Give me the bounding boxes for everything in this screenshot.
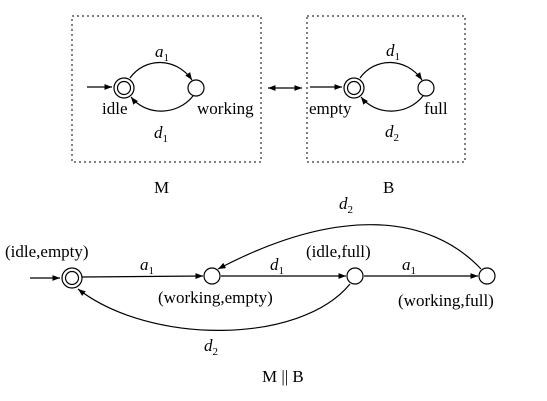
b-caption: B [383,178,394,197]
automaton-m: idle working a1 d1 M [71,15,262,197]
comp-state-s2-label: (working,empty) [158,288,273,307]
comp-edge-s2-s3-label: d1 [270,255,284,277]
m-state-idle-inner [116,80,132,96]
comp-state-s4-label: (working,full) [398,291,494,310]
b-state-empty-label: empty [309,99,352,118]
m-edge-d1 [130,95,194,112]
composition-caption: M || B [262,367,304,386]
comp-state-s1-label: (idle,empty) [5,242,89,261]
b-state-empty-inner [346,80,362,96]
comp-edge-s4-s2-label: d2 [339,194,353,216]
m-state-working [187,79,205,97]
m-edge-d1-label: d1 [154,123,168,145]
comp-edge-s1-s2-label: a1 [140,255,154,277]
comp-state-s3 [346,267,364,285]
b-edge-d1-label: d1 [386,41,400,63]
comp-edge-s3-s1-label: d2 [204,336,218,358]
automaton-m-frame [71,15,262,163]
m-caption: M [154,178,169,197]
automaton-b-frame [306,15,466,163]
comp-state-s4 [478,267,496,285]
b-state-full-label: full [424,99,448,118]
comp-state-s2 [203,267,221,285]
b-edge-d2-label: d2 [385,122,399,144]
b-state-full [417,79,435,97]
comp-state-s1-inner [64,270,80,286]
comp-edge-s3-s1 [77,283,351,331]
comp-edge-s1-s2 [81,273,204,280]
comp-edge-s4-s2 [217,224,482,270]
b-edge-d1 [359,61,423,81]
m-edge-a1-label: a1 [155,42,169,64]
comp-state-s3-label: (idle,full) [306,242,371,261]
m-edge-a1 [129,61,193,81]
composition: (idle,empty) (working,empty) (idle,full)… [5,194,496,386]
m-state-working-label: working [197,99,254,118]
b-edge-d2 [360,95,424,112]
m-state-idle-label: idle [102,99,128,118]
comp-edge-s3-s4-label: a1 [402,255,416,277]
automaton-b: empty full d1 d2 B [306,15,466,197]
